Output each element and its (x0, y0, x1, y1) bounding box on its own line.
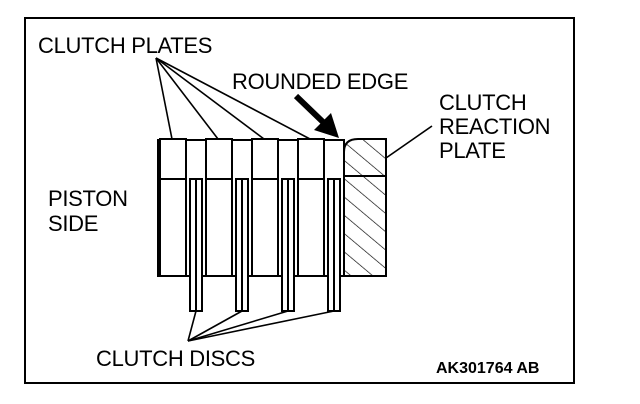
reaction-plate-label-line2: REACTION (439, 114, 551, 139)
clutch-plate (297, 138, 325, 180)
clutch-discs-leaders (187, 310, 335, 342)
reaction-plate (343, 138, 387, 277)
clutch-plates-label: CLUTCH PLATES (38, 33, 213, 58)
figure-code: AK301764 AB (436, 360, 540, 377)
clutch-discs-label: CLUTCH DISCS (96, 346, 255, 371)
reaction-plate-label-line3: PLATE (439, 138, 506, 163)
clutch-plates (159, 138, 325, 276)
piston-side-label-line1: PISTON (48, 186, 128, 211)
clutch-plate (251, 138, 279, 180)
clutch-plates-leaders (155, 57, 311, 140)
clutch-plate (205, 138, 233, 180)
rounded-edge-arrow-icon (293, 93, 339, 138)
clutch-plate (159, 138, 187, 180)
reaction-plate-leader (385, 125, 433, 159)
piston-side-label-line2: SIDE (48, 211, 99, 236)
reaction-plate-label-line1: CLUTCH (439, 90, 527, 115)
rounded-edge-label: ROUNDED EDGE (232, 69, 409, 94)
